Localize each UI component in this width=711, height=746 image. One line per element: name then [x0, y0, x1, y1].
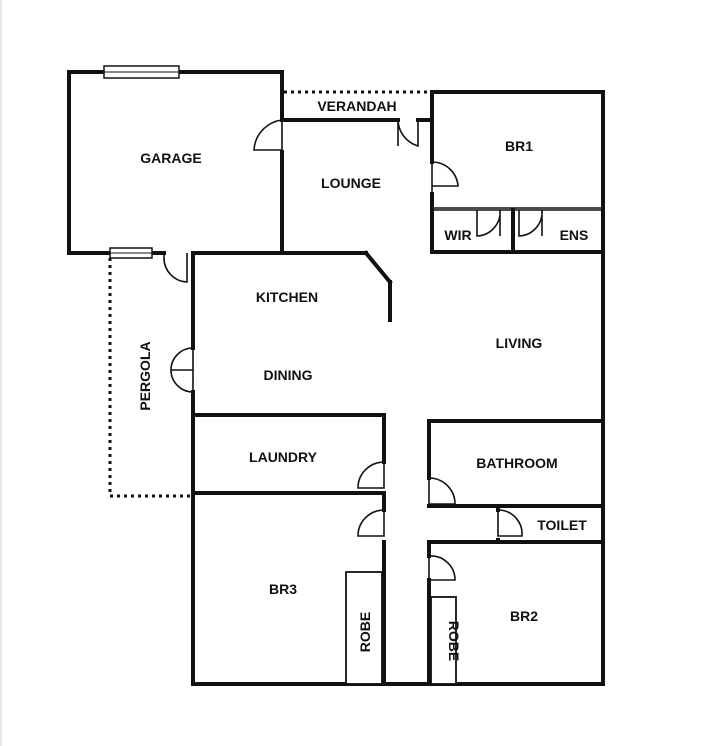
verandah-label: VERANDAH	[317, 98, 396, 114]
br1-label: BR1	[505, 138, 533, 154]
ens-label: ENS	[560, 227, 589, 243]
br2-robe	[430, 596, 457, 685]
br3-robe-label: ROBE	[357, 612, 373, 652]
bathroom-door	[428, 477, 456, 505]
dining-label: DINING	[264, 367, 313, 383]
bathroom-label: BATHROOM	[476, 455, 557, 471]
pergola-label: PERGOLA	[137, 341, 153, 410]
ens-door	[518, 209, 543, 237]
kitchen-label: KITCHEN	[256, 289, 318, 305]
garage-window	[103, 65, 180, 79]
bathroom	[427, 250, 605, 686]
dining-pergola-door	[170, 347, 194, 393]
toilet-door	[497, 509, 523, 537]
br1	[430, 90, 605, 254]
br3-label: BR3	[269, 581, 297, 597]
garage-side-window	[109, 247, 153, 259]
laundry	[191, 413, 386, 495]
br2-robe-label: ROBE	[446, 621, 462, 661]
wir-door	[476, 209, 501, 237]
verandah-door	[397, 119, 419, 148]
br1-door	[431, 161, 459, 187]
garage-lounge-door	[253, 119, 283, 152]
br3-robe	[345, 571, 383, 685]
br3	[191, 491, 605, 686]
kitchen-dining	[162, 250, 393, 417]
br2-door	[428, 555, 456, 581]
toilet-label: TOILET	[537, 517, 587, 533]
lounge-label: LOUNGE	[321, 175, 381, 191]
laundry-door	[357, 461, 385, 489]
living-label: LIVING	[496, 335, 543, 351]
br2-label: BR2	[510, 608, 538, 624]
kitchen-door	[163, 253, 188, 283]
br3-door	[357, 509, 385, 537]
pergola	[108, 258, 193, 498]
laundry-label: LAUNDRY	[249, 449, 318, 465]
garage-label: GARAGE	[140, 150, 201, 166]
wir-label: WIR	[444, 227, 471, 243]
